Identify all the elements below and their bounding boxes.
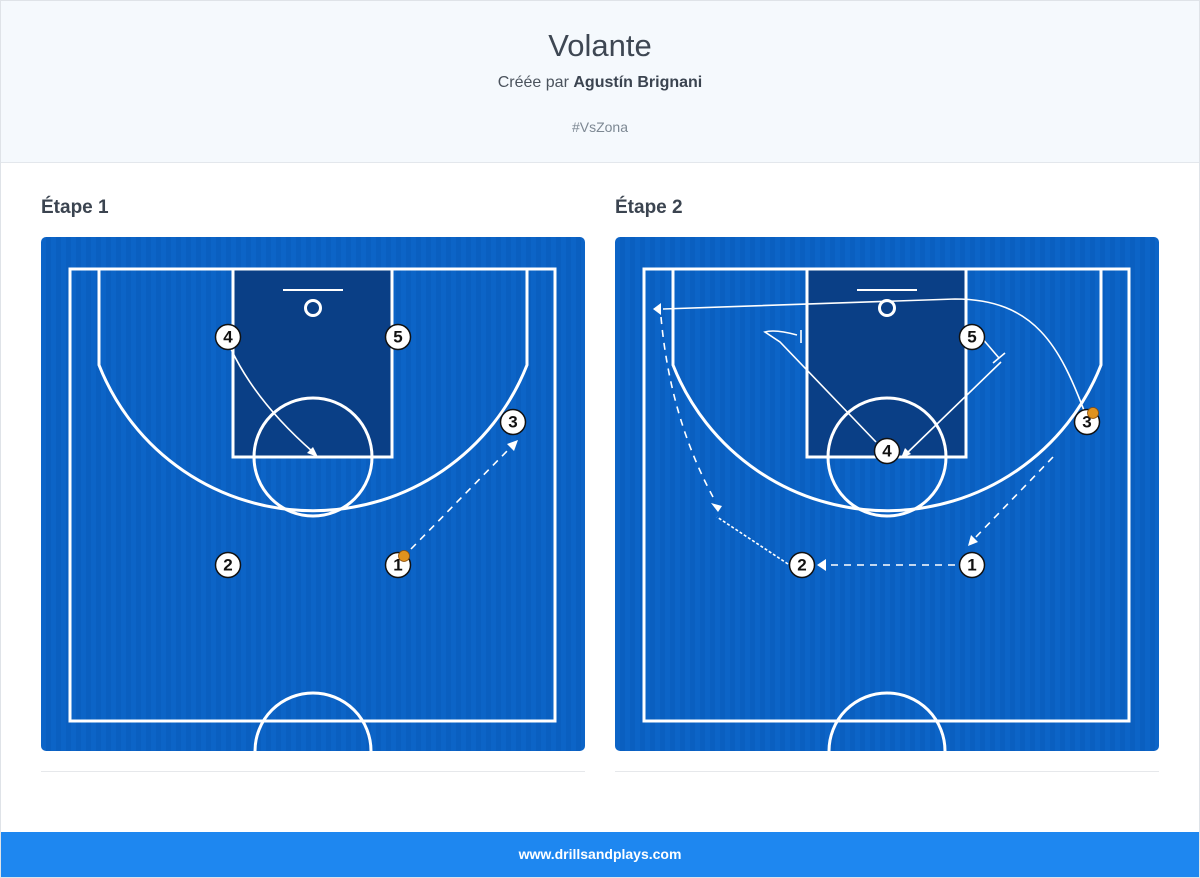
ball-icon (398, 550, 410, 562)
step-1-diagram: 4 5 3 2 1 (41, 237, 585, 751)
move-from-corner-path (660, 316, 714, 498)
dribble-arrowhead (711, 503, 722, 512)
player-4-label: 4 (882, 442, 892, 461)
step-1-court: 4 5 3 2 1 (41, 237, 585, 751)
play-header: Volante Créée par Agustín Brignani #VsZo… (1, 1, 1199, 163)
author-line: Créée par Agustín Brignani (1, 74, 1199, 92)
player-1[interactable]: 1 (958, 551, 986, 579)
site-footer: www.drillsandplays.com (1, 832, 1199, 877)
pass-arrowhead (507, 440, 518, 451)
step-1-title: Étape 1 (41, 197, 109, 218)
player-5[interactable]: 5 (958, 323, 986, 351)
move-1-path (972, 456, 1054, 541)
player-2[interactable]: 2 (788, 551, 816, 579)
pass-1-to-3 (410, 446, 512, 550)
dribble-2-path (716, 516, 789, 565)
player-2[interactable]: 2 (214, 551, 242, 579)
player-2-label: 2 (797, 556, 806, 575)
ball-icon (1087, 407, 1099, 419)
player-3-label: 3 (508, 413, 517, 432)
step-2-title: Étape 2 (615, 197, 683, 218)
paint-area (233, 269, 392, 457)
pass-arrowhead (817, 559, 826, 571)
court-lines (68, 267, 557, 751)
author-name[interactable]: Agustín Brignani (573, 74, 703, 91)
step-1-divider (41, 771, 585, 772)
player-5[interactable]: 5 (384, 323, 412, 351)
play-title: Volante (548, 28, 652, 63)
play-tag[interactable]: #VsZona (571, 119, 629, 135)
screen-4-to-5-path (904, 361, 1002, 456)
cut-3-arrowhead (653, 303, 661, 315)
player-4[interactable]: 4 (873, 437, 901, 465)
player-5-label: 5 (393, 328, 402, 347)
player-3[interactable]: 3 (499, 408, 527, 436)
player-1-label: 1 (393, 556, 402, 575)
step-2-divider (615, 771, 1159, 772)
step-2-diagram: 5 3 4 2 1 (615, 237, 1159, 751)
player-1-label: 1 (967, 556, 976, 575)
player-4-label: 4 (223, 328, 233, 347)
paint-area (807, 269, 966, 457)
screen-4-path (763, 330, 877, 443)
footer-link[interactable]: www.drillsandplays.com (518, 846, 682, 862)
step-1: Étape 1 (41, 197, 585, 772)
player-2-label: 2 (223, 556, 232, 575)
cut-4-arrowhead (307, 447, 318, 457)
player-3-label: 3 (1082, 413, 1091, 432)
step-1-actions (230, 348, 518, 550)
player-5-label: 5 (967, 328, 976, 347)
cut-3-path (662, 298, 1086, 414)
step-2: Étape 2 (615, 197, 1159, 772)
cut-4-path (230, 348, 314, 453)
created-by-label: Créée par (497, 74, 569, 91)
step-2-court: 5 3 4 2 1 (615, 237, 1159, 751)
step-2-actions (653, 298, 1086, 571)
player-4[interactable]: 4 (214, 323, 242, 351)
